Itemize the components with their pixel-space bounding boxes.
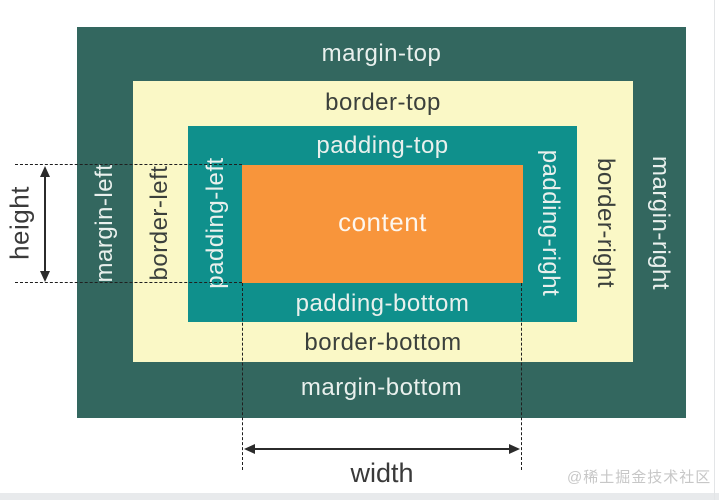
padding-bottom-label: padding-bottom <box>295 290 470 317</box>
border-top-label: border-top <box>325 89 441 116</box>
height-arrow-down-icon <box>40 271 50 282</box>
watermark-text: @稀土掘金技术社区 <box>567 469 712 486</box>
margin-left-label: margin-left <box>91 163 118 283</box>
right-edge-line <box>714 0 715 500</box>
content-right-dashed-line <box>521 283 522 470</box>
margin-bottom-label: margin-bottom <box>300 374 463 401</box>
padding-top-label: padding-top <box>316 132 449 159</box>
padding-left-label: padding-left <box>202 157 229 289</box>
height-label: height <box>4 186 35 260</box>
padding-right-label: padding-right <box>537 149 564 297</box>
width-arrow-line <box>252 448 512 450</box>
content-bottom-dashed-line <box>15 282 242 283</box>
content-left-dashed-line <box>242 283 243 470</box>
content-label: content <box>338 207 427 237</box>
bottom-edge-strip <box>0 493 719 500</box>
width-label: width <box>350 458 414 488</box>
width-arrow-left-icon <box>244 444 255 454</box>
content-area <box>242 165 523 283</box>
content-top-dashed-line <box>15 164 242 165</box>
height-arrow-up-icon <box>40 166 50 177</box>
border-left-label: border-left <box>146 165 173 281</box>
width-arrow-right-icon <box>509 444 520 454</box>
margin-top-label: margin-top <box>321 40 442 67</box>
height-arrow-line <box>44 172 46 276</box>
margin-right-label: margin-right <box>647 155 674 291</box>
border-right-label: border-right <box>592 157 619 289</box>
border-bottom-label: border-bottom <box>304 329 462 356</box>
